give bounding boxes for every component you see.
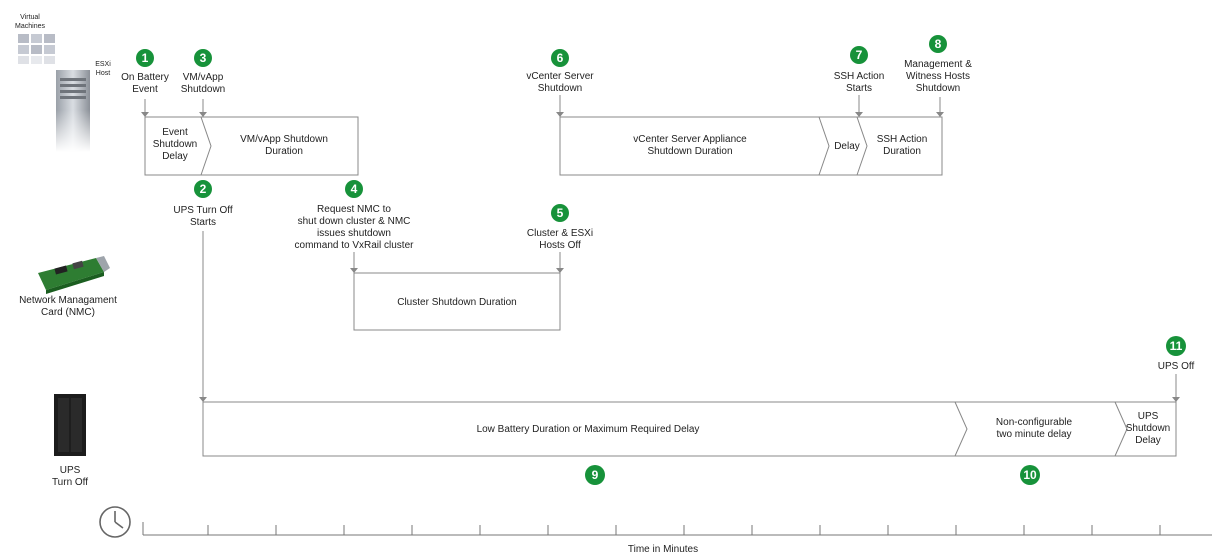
step-marker-1: 1	[136, 49, 154, 67]
step-5-label-line-2: Hosts Off	[539, 240, 581, 251]
nmc-label-line-2: Card (NMC)	[41, 307, 95, 318]
step-number-2: 2	[200, 182, 207, 196]
step-marker-5: 5	[551, 204, 569, 222]
ups-delay-line-3: Delay	[1135, 435, 1161, 446]
nonconfig-line-1: Non-configurable	[996, 417, 1073, 428]
step-3-label-line-2: Shutdown	[181, 84, 225, 95]
step-4-label-line-4: command to VxRail cluster	[295, 240, 415, 251]
event-delay-line-2: Shutdown	[153, 139, 197, 150]
step-number-3: 3	[200, 51, 207, 65]
step-4-label-line-1: Request NMC to	[317, 204, 391, 215]
ssh-duration-line-1: SSH Action	[877, 134, 928, 145]
step-marker-4: 4	[345, 180, 363, 198]
ups-label-line-1: UPS	[60, 465, 81, 476]
step-number-11: 11	[1170, 339, 1183, 353]
step-number-8: 8	[935, 37, 942, 51]
connector-lines	[144, 95, 1177, 399]
esxi-label-line-1: ESXi	[95, 61, 111, 68]
step-7-label-line-2: Starts	[846, 83, 872, 94]
event-delay-line-1: Event	[162, 127, 188, 138]
step-number-10: 10	[1023, 468, 1037, 482]
ups-shutdown-box	[202, 401, 1177, 457]
cluster-shutdown-box	[353, 272, 561, 331]
vm-duration-line-2: Duration	[265, 146, 303, 157]
low-battery-label: Low Battery Duration or Maximum Required…	[477, 424, 700, 435]
vcenter-shutdown-box	[559, 116, 943, 176]
step-4-label-line-3: issues shutdown	[317, 228, 391, 239]
esxi-label-line-2: Host	[96, 70, 110, 77]
step-8-label-line-3: Shutdown	[916, 83, 960, 94]
axis-label: Time in Minutes	[628, 544, 698, 555]
step-2-label-line-1: UPS Turn Off	[173, 205, 233, 216]
step-marker-11: 11	[1166, 336, 1186, 356]
network-card-icon	[38, 256, 110, 294]
step-number-5: 5	[557, 206, 564, 220]
connector-arrowheads	[141, 112, 1180, 402]
esxi-shutdown-box	[144, 116, 359, 176]
vcenter-duration-line-2: Shutdown Duration	[647, 146, 732, 157]
virtual-machines-icon	[18, 34, 55, 64]
ups-delay-line-2: Shutdown	[1126, 423, 1170, 434]
ssh-duration-line-2: Duration	[883, 146, 921, 157]
step-8-label-line-1: Management &	[904, 59, 972, 70]
step-3-label-line-1: VM/vApp	[183, 72, 224, 83]
vcenter-duration-line-1: vCenter Server Appliance	[633, 134, 747, 145]
step-5-label-line-1: Cluster & ESXi	[527, 228, 593, 239]
vms-label-line-1: Virtual	[20, 14, 40, 21]
step-marker-8: 8	[929, 35, 947, 53]
delay-label: Delay	[834, 141, 860, 152]
step-7-label-line-1: SSH Action	[834, 71, 885, 82]
clock-icon	[99, 506, 131, 538]
step-6-label-line-2: Shutdown	[538, 83, 582, 94]
step-number-4: 4	[351, 182, 358, 196]
ups-label-line-2: Turn Off	[52, 477, 88, 488]
step-number-1: 1	[142, 51, 149, 65]
event-delay-line-3: Delay	[162, 151, 188, 162]
vms-label-line-2: Machines	[15, 23, 45, 30]
ups-device-icon	[54, 394, 86, 456]
cluster-duration-label: Cluster Shutdown Duration	[397, 297, 517, 308]
ups-delay-line-1: UPS	[1138, 411, 1159, 422]
step-4-label-line-2: shut down cluster & NMC	[298, 216, 411, 227]
step-8-label-line-2: Witness Hosts	[906, 71, 970, 82]
step-1-label-line-1: On Battery	[121, 72, 169, 83]
time-axis	[142, 522, 1212, 536]
step-number-9: 9	[592, 468, 599, 482]
step-1-label-line-2: Event	[132, 84, 158, 95]
vm-duration-line-1: VM/vApp Shutdown	[240, 134, 328, 145]
step-marker-3: 3	[194, 49, 212, 67]
server-tower-icon	[56, 70, 90, 152]
step-marker-10: 10	[1020, 465, 1040, 485]
step-marker-2: 2	[194, 180, 212, 198]
step-marker-6: 6	[551, 49, 569, 67]
nmc-label-line-1: Network Managament	[19, 295, 117, 306]
nonconfig-line-2: two minute delay	[996, 429, 1071, 440]
step-11-label: UPS Off	[1158, 361, 1195, 372]
step-6-label-line-1: vCenter Server	[526, 71, 594, 82]
step-2-label-line-2: Starts	[190, 217, 216, 228]
step-marker-9: 9	[585, 465, 605, 485]
step-number-6: 6	[557, 51, 564, 65]
step-number-7: 7	[856, 48, 863, 62]
step-marker-7: 7	[850, 46, 868, 64]
